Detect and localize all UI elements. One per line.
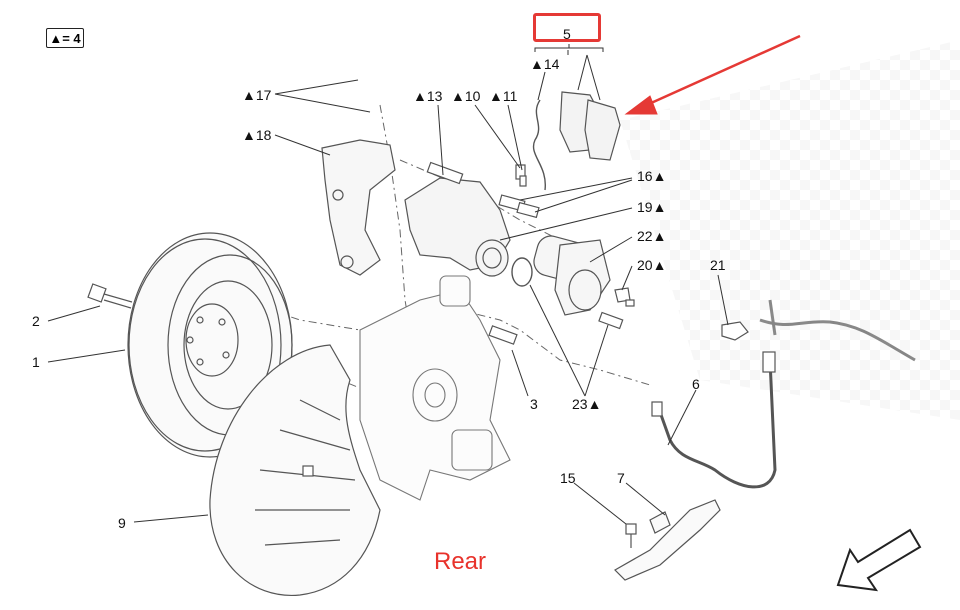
brake-pads xyxy=(559,91,621,161)
callout-18: ▲18 xyxy=(242,127,272,143)
legend-text: ▲= 4 xyxy=(49,30,81,46)
callout-6: 6 xyxy=(692,376,700,392)
callout-2: 2 xyxy=(32,313,40,329)
callout-3: 3 xyxy=(530,396,538,412)
o-ring xyxy=(511,257,533,287)
callout-7: 7 xyxy=(617,470,625,486)
callout-21: 21 xyxy=(710,257,726,273)
bleed-screw xyxy=(515,164,527,187)
callout-20: 20▲ xyxy=(637,257,667,273)
callout-14: ▲14 xyxy=(530,56,560,72)
caliper-bracket xyxy=(321,139,396,276)
wheel-hub-carrier xyxy=(359,275,511,501)
pad-wear-sensor xyxy=(532,99,546,191)
caliper-body xyxy=(404,177,511,277)
red-pointer-arrow xyxy=(624,34,801,115)
wheel-bolt xyxy=(87,283,133,309)
callout-10: ▲10 xyxy=(451,88,481,104)
hose-support-bracket xyxy=(614,499,721,581)
rear-caption: Rear xyxy=(434,548,487,575)
callout-15: 15 xyxy=(560,470,576,486)
callout-16: 16▲ xyxy=(637,168,667,184)
caliper-bolts xyxy=(498,194,540,219)
watermark-pattern xyxy=(620,40,960,420)
legend-box: ▲= 4 xyxy=(46,28,84,48)
callout-5: 5 xyxy=(563,26,571,42)
clip xyxy=(614,287,635,307)
pad-group-bracket xyxy=(534,44,604,52)
callout-17: ▲17 xyxy=(242,87,272,103)
callout-19: 19▲ xyxy=(637,199,667,215)
callout-23: 23▲ xyxy=(572,396,602,412)
hose-bracket xyxy=(721,321,749,341)
actuator-screws xyxy=(488,311,624,345)
shield-screw xyxy=(302,465,314,477)
callout-11: ▲11 xyxy=(489,88,518,104)
direction-arrow xyxy=(836,528,922,592)
dust-shield xyxy=(209,344,381,596)
hose-fitting-top xyxy=(651,401,663,417)
bracket-screw xyxy=(625,523,637,548)
callout-13: ▲13 xyxy=(413,88,443,104)
brake-pipe xyxy=(759,318,916,362)
callout-1: 1 xyxy=(32,354,40,370)
brake-pipe-2 xyxy=(768,299,777,336)
callout-22: 22▲ xyxy=(637,228,667,244)
guide-pin xyxy=(426,161,464,185)
brake-hose xyxy=(658,359,777,489)
leader-lines xyxy=(47,50,729,525)
hose-fitting xyxy=(762,351,776,373)
parking-brake-actuator xyxy=(533,235,611,316)
callout-9: 9 xyxy=(118,515,126,531)
pad-highlight-box xyxy=(533,13,601,42)
